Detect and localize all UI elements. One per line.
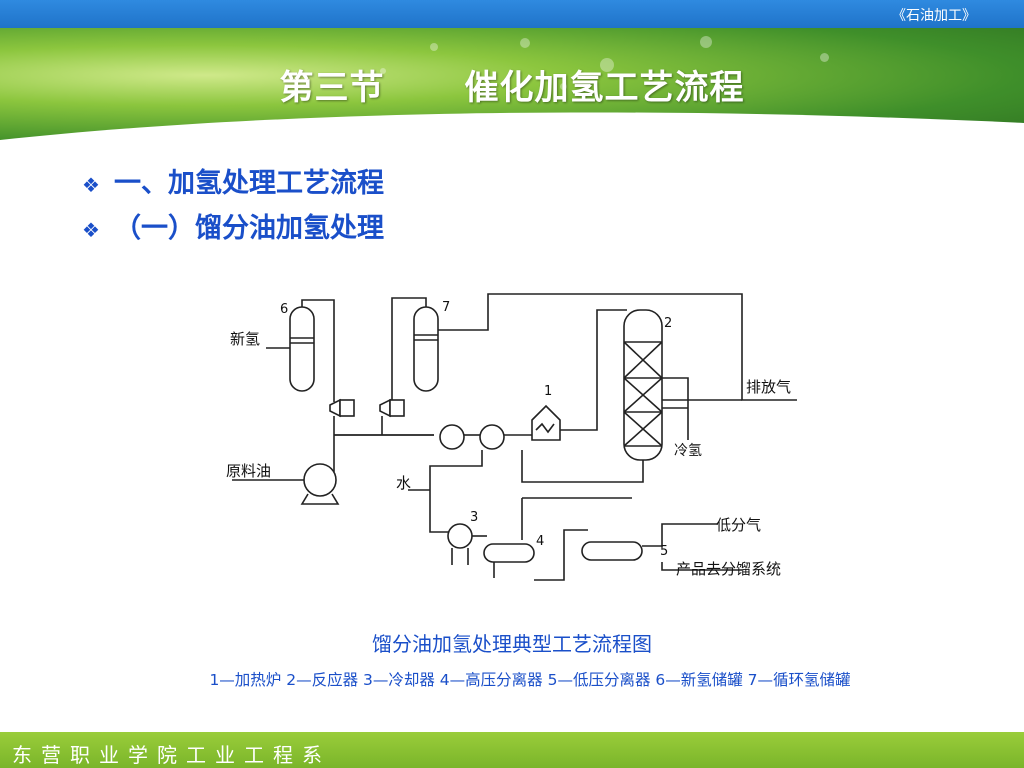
feed-pump xyxy=(303,463,337,497)
compressor xyxy=(329,398,341,418)
slide-title: 第三节 催化加氢工艺流程 xyxy=(0,60,1024,109)
vent-gas-label: 排放气 xyxy=(746,378,792,396)
leaf-banner xyxy=(0,28,1024,146)
diamond-bullet-icon: ❖ xyxy=(82,173,100,197)
section-number: 第三节 xyxy=(279,68,385,108)
school-name: 东营职业学院工业工程系 xyxy=(12,743,331,767)
equipment-number: 6 xyxy=(280,302,289,317)
low-pressure-gas-label: 低分气 xyxy=(716,516,762,534)
bullet-item: ❖（一）馏分油加氢处理 xyxy=(82,207,384,252)
bullet-list: ❖一、加氢处理工艺流程 ❖（一）馏分油加氢处理 xyxy=(82,162,384,252)
new-hydrogen-label: 新氢 xyxy=(230,330,261,348)
water-label: 水 xyxy=(396,474,412,492)
footer-bar: 东营职业学院工业工程系 xyxy=(0,732,1024,768)
new-hydrogen-tank xyxy=(289,306,315,392)
equipment-number: 3 xyxy=(470,510,479,525)
equipment-number: 5 xyxy=(660,544,669,559)
section-topic: 催化加氢工艺流程 xyxy=(464,68,745,108)
figure-legend: 1—加热炉 2—反应器 3—冷却器 4—高压分离器 5—低压分离器 6—新氢储罐… xyxy=(209,671,851,689)
figure-caption: 馏分油加氢处理典型工艺流程图 xyxy=(372,632,652,656)
diamond-bullet-icon: ❖ xyxy=(82,218,100,242)
equipment-number: 1 xyxy=(544,384,553,399)
process-flow-diagram: 新氢 原料油 水 排放气 冷氢 低分气 产品去分馏系统 6 7 1 2 3 4 … xyxy=(222,280,822,604)
equipment-number: 2 xyxy=(664,316,673,331)
heat-exchanger xyxy=(479,424,505,450)
low-pressure-separator xyxy=(581,541,643,561)
heating-furnace xyxy=(531,404,561,441)
product-label: 产品去分馏系统 xyxy=(676,560,782,578)
feed-oil-label: 原料油 xyxy=(226,462,272,480)
equipment-number: 4 xyxy=(536,534,545,549)
bullet-item: ❖一、加氢处理工艺流程 xyxy=(82,162,384,207)
cooler xyxy=(447,523,473,549)
recycle-hydrogen-tank xyxy=(413,306,439,392)
high-pressure-separator xyxy=(483,543,535,563)
equipment-number: 7 xyxy=(442,300,451,315)
heat-exchanger xyxy=(439,424,465,450)
reactor xyxy=(623,309,663,461)
course-name: 《石油加工》 xyxy=(892,8,976,24)
cold-hydrogen-label: 冷氢 xyxy=(674,443,702,459)
compressor xyxy=(379,398,391,418)
top-bar: 《石油加工》 xyxy=(0,0,1024,28)
